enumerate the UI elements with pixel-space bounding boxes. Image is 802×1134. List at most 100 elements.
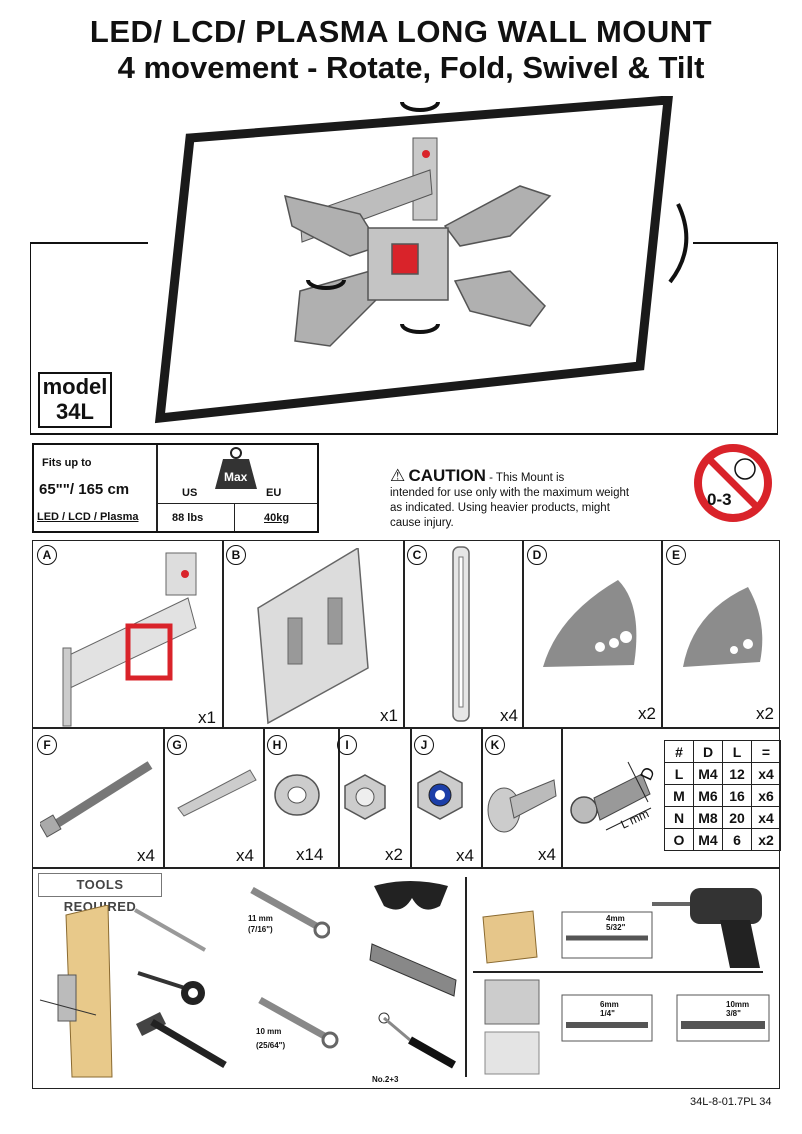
- table-header-cell: L: [722, 740, 752, 763]
- model-value: 34L: [56, 399, 94, 424]
- brick-drill-6mm: 6mm: [600, 1000, 619, 1009]
- part-d-qty: x2: [638, 704, 656, 723]
- wrench-10mm-icon: [258, 996, 339, 1049]
- part-b-qty: x1: [380, 706, 398, 725]
- max-label: Max: [224, 470, 248, 484]
- eu-value: 40kg: [264, 512, 290, 524]
- part-b-label: B: [226, 545, 246, 565]
- fits-up-to-label: Fits up to: [42, 457, 92, 469]
- table-row: M M6 16 x6: [664, 784, 781, 807]
- pencil-icon: [134, 908, 206, 952]
- level-icon: [369, 943, 457, 997]
- table-cell: L: [664, 762, 694, 785]
- part-i-label: I: [337, 735, 357, 755]
- safety-glasses-icon: [374, 881, 448, 910]
- hammer-icon: [136, 1012, 227, 1069]
- table-cell: N: [664, 806, 694, 829]
- brick-icon: [484, 979, 540, 1075]
- table-cell: M4: [693, 762, 723, 785]
- wrench-10mm-inch: (25/64"): [256, 1041, 286, 1050]
- screen-size: 65""/ 165 cm: [39, 481, 130, 498]
- vesa-plate: [283, 185, 552, 347]
- part-j-qty: x4: [456, 846, 474, 865]
- caution-text-first: - This Mount is: [485, 472, 565, 484]
- table-cell: M8: [693, 806, 723, 829]
- rotate-arrows: [306, 101, 689, 334]
- part-h-label: H: [267, 735, 287, 755]
- part-i-nut-drawing: [344, 774, 386, 820]
- wood-drill-mm: 4mm: [606, 914, 625, 923]
- warning-triangle-icon: ⚠: [390, 466, 406, 485]
- wood-drill-bit-icon: [561, 911, 653, 959]
- table-row: N M8 20 x4: [664, 806, 781, 829]
- us-label: US: [182, 487, 198, 499]
- no-children-icon: [694, 444, 772, 522]
- table-header-cell: D: [693, 740, 723, 763]
- capacity-spec-box: Fits up to 65""/ 165 cm LED / LCD / Plas…: [32, 443, 319, 533]
- wood-drill-inch: 5/32": [606, 923, 626, 932]
- wrench-11mm-label: 11 mm: [248, 914, 273, 923]
- part-c-qty: x4: [500, 706, 518, 725]
- table-cell: x2: [751, 828, 781, 851]
- part-k-qty: x4: [538, 845, 556, 864]
- part-c-label: C: [407, 545, 427, 565]
- part-j-label: J: [414, 735, 434, 755]
- part-j-locknut-drawing: [417, 770, 463, 820]
- document-code: 34L-8-01.7PL 34: [690, 1096, 772, 1108]
- part-a-arm-drawing: [62, 552, 197, 727]
- part-c-rail-drawing: [452, 546, 470, 722]
- part-d-arm-drawing: [543, 580, 637, 667]
- brick-drill-6mm-inch: 1/4": [600, 1009, 615, 1018]
- part-h-washer-drawing: [274, 774, 320, 816]
- screw-table-header: # D L =: [664, 740, 781, 763]
- model-label: model: [42, 374, 108, 399]
- caution-notice: ⚠ CAUTION - This Mount is intended for u…: [390, 466, 630, 531]
- part-e-label: E: [666, 545, 686, 565]
- table-cell: M6: [693, 784, 723, 807]
- parts-grid: [32, 540, 780, 1089]
- tape-measure-icon: [137, 971, 205, 1005]
- brick-drill-bit-6mm-icon: [561, 994, 653, 1042]
- wrench-11mm-inch: (7/16"): [248, 925, 273, 934]
- screw-table: # D L = L M4 12 x4 M M6 16 x6 N M8 20 x4…: [664, 740, 781, 851]
- table-cell: M4: [693, 828, 723, 851]
- caution-heading: CAUTION: [408, 466, 486, 485]
- power-drill-icon: [652, 888, 762, 968]
- part-i-qty: x2: [385, 845, 403, 864]
- brick-drill-10mm: 10mm: [726, 1000, 750, 1009]
- table-cell: O: [664, 828, 694, 851]
- page-title: LED/ LCD/ PLASMA LONG WALL MOUNT: [89, 14, 713, 49]
- age-range: 0-3: [707, 490, 732, 509]
- table-cell: 20: [722, 806, 752, 829]
- part-f-lag-bolt-drawing: [40, 761, 153, 838]
- model-box: model 34L: [38, 372, 112, 428]
- table-cell: M: [664, 784, 694, 807]
- part-h-qty: x14: [296, 845, 324, 864]
- page-subtitle: 4 movement - Rotate, Fold, Swivel & Tilt: [117, 50, 705, 85]
- table-cell: x4: [751, 806, 781, 829]
- part-e-qty: x2: [756, 704, 774, 723]
- brick-drill-bit-10mm-icon: [676, 994, 770, 1042]
- table-cell: 6: [722, 828, 752, 851]
- part-k-countersunk-screw-drawing: [487, 779, 557, 833]
- screen-types: LED / LCD / Plasma: [37, 511, 139, 523]
- part-a-qty: x1: [198, 708, 216, 727]
- wood-stud-drawing: [39, 905, 113, 1078]
- weight-icon: [215, 447, 257, 489]
- part-g-qty: x4: [236, 846, 254, 865]
- part-e-arm-drawing: [683, 587, 763, 667]
- table-row: L M4 12 x4: [664, 762, 781, 785]
- part-g-anchor-drawing: [177, 769, 257, 817]
- table-cell: x4: [751, 762, 781, 785]
- table-header-cell: =: [751, 740, 781, 763]
- brick-drill-10mm-inch: 3/8": [726, 1009, 741, 1018]
- us-value: 88 lbs: [172, 512, 204, 524]
- tools-required-label: TOOLS REQUIRED: [38, 873, 162, 914]
- age-warning: 0-3: [693, 443, 773, 523]
- screwdriver-size: No.2+3: [372, 1075, 399, 1084]
- part-f-label: F: [37, 735, 57, 755]
- part-k-label: K: [485, 735, 505, 755]
- wrench-11mm-icon: [250, 886, 330, 939]
- part-a-label: A: [37, 545, 57, 565]
- mount-hero-illustration: [30, 96, 778, 435]
